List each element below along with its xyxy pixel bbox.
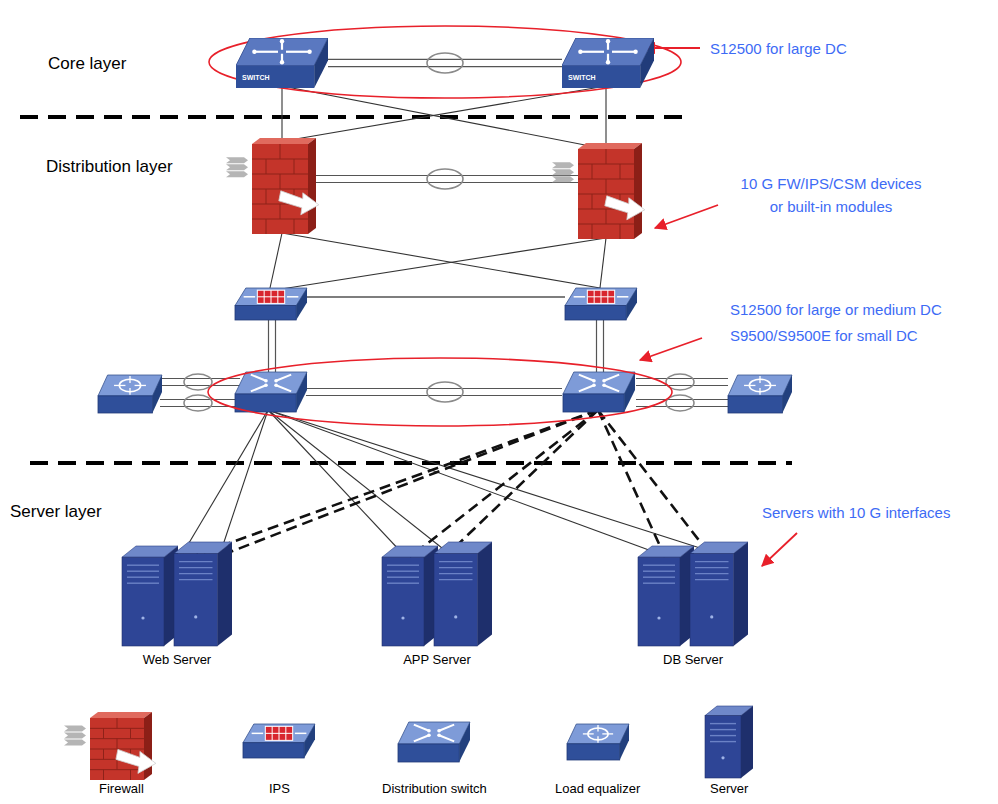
label-holder: S9500/S9500E for small DC bbox=[730, 325, 918, 348]
link-line bbox=[270, 233, 282, 288]
ips-icon bbox=[565, 288, 637, 320]
label-holder: Distribution layer bbox=[46, 154, 173, 180]
legend-text: Server bbox=[710, 781, 748, 796]
server-group: Web Server bbox=[112, 538, 242, 674]
legend-item: Server bbox=[710, 781, 748, 796]
firewall-icon bbox=[64, 712, 156, 780]
device-label: SWITCH bbox=[562, 73, 654, 82]
edge-group bbox=[328, 53, 562, 73]
callout-arrow bbox=[762, 533, 797, 566]
switch-icon bbox=[563, 372, 635, 412]
link-aggregation-ring bbox=[184, 374, 212, 390]
double-link-line bbox=[636, 399, 728, 400]
link-line bbox=[281, 86, 282, 140]
label-holder: Servers with 10 G interfaces bbox=[762, 502, 950, 525]
firewall-icon bbox=[226, 138, 319, 234]
double-link-line bbox=[160, 385, 240, 386]
link-aggregation-ring bbox=[427, 53, 463, 73]
trunk-link bbox=[328, 59, 562, 68]
legend-item: Firewall bbox=[99, 781, 144, 796]
switch-icon bbox=[235, 372, 307, 412]
layer-label: Server layer bbox=[10, 499, 102, 525]
label-holder: Server layer bbox=[10, 499, 102, 525]
device-label: SWITCH bbox=[236, 73, 328, 82]
server-label: APP Server bbox=[372, 652, 502, 668]
ips-icon bbox=[235, 288, 307, 320]
callout-arrow bbox=[655, 205, 718, 228]
double-link-line bbox=[603, 318, 604, 375]
callout-arrow bbox=[640, 338, 702, 360]
double-link-line bbox=[306, 388, 562, 389]
layer-label: Distribution layer bbox=[46, 154, 173, 180]
link-aggregation-ring bbox=[427, 169, 463, 189]
server-label: DB Server bbox=[628, 652, 758, 668]
legend-item: Load equalizer bbox=[555, 781, 640, 796]
link-line bbox=[268, 410, 657, 553]
core-switch: SWITCH bbox=[236, 38, 328, 88]
double-link-line bbox=[268, 318, 269, 375]
link-line bbox=[600, 238, 606, 288]
server-group: DB Server bbox=[628, 538, 758, 674]
link-line bbox=[282, 233, 600, 288]
legend-text: Distribution switch bbox=[382, 781, 487, 796]
legend-item: Distribution switch bbox=[382, 781, 487, 796]
server-icon bbox=[122, 546, 178, 646]
server-label: Web Server bbox=[112, 652, 242, 668]
lb-icon bbox=[567, 724, 629, 760]
label-holder: S12500 for large DC bbox=[710, 38, 847, 61]
double-link-line bbox=[305, 296, 565, 297]
highlight-ellipse bbox=[209, 26, 681, 98]
label-holder: Core layer bbox=[48, 51, 126, 77]
callout-text: S12500 for large or medium DC bbox=[730, 299, 942, 322]
dashed-link-line bbox=[598, 410, 708, 552]
server-icon bbox=[174, 542, 232, 646]
server-group: APP Server bbox=[372, 538, 502, 674]
double-link-line bbox=[160, 399, 240, 400]
double-link-line bbox=[636, 385, 728, 386]
link-line bbox=[605, 86, 606, 143]
legend-item: IPS bbox=[269, 781, 290, 796]
callout-text: Servers with 10 G interfaces bbox=[762, 502, 950, 525]
link-line bbox=[222, 410, 268, 548]
double-link-line bbox=[275, 318, 276, 375]
lb-icon bbox=[98, 375, 162, 413]
server-icon bbox=[382, 546, 438, 646]
callout-text: S9500/S9500E for small DC bbox=[730, 325, 918, 348]
label-holder: S12500 for large or medium DC bbox=[730, 299, 942, 322]
double-link-line bbox=[306, 395, 562, 396]
callout-text: S12500 for large DC bbox=[710, 38, 847, 61]
link-line bbox=[275, 238, 606, 290]
switch-icon bbox=[398, 722, 470, 762]
layer-label: Core layer bbox=[48, 51, 126, 77]
core-switch: SWITCH bbox=[562, 38, 654, 88]
double-link-line bbox=[314, 175, 578, 176]
layer-separator bbox=[20, 115, 688, 119]
server-icon bbox=[638, 546, 694, 646]
dashed-link-line bbox=[410, 410, 598, 557]
dashed-link-line bbox=[191, 410, 598, 557]
firewall-icon bbox=[552, 143, 645, 239]
legend-text: Firewall bbox=[99, 781, 144, 796]
server-icon bbox=[690, 542, 748, 646]
link-line bbox=[268, 410, 700, 548]
link-aggregation-ring bbox=[427, 382, 463, 402]
highlight-ellipse bbox=[208, 358, 672, 426]
callout-text: 10 G FW/IPS/CSM devices or built-in modu… bbox=[733, 173, 929, 218]
dashed-link-line bbox=[230, 410, 598, 552]
ips-icon bbox=[243, 724, 315, 758]
legend-text: Load equalizer bbox=[555, 781, 640, 796]
label-holder: 10 G FW/IPS/CSM devices or built-in modu… bbox=[733, 173, 929, 218]
server-icon bbox=[434, 542, 492, 646]
link-line bbox=[183, 410, 268, 553]
double-link-line bbox=[314, 182, 578, 183]
server-icon bbox=[705, 706, 753, 778]
link-aggregation-ring bbox=[184, 395, 212, 411]
lb-icon bbox=[728, 375, 792, 413]
trunk-link-inner bbox=[328, 60, 562, 66]
legend-text: IPS bbox=[269, 781, 290, 796]
dashed-link-line bbox=[450, 410, 598, 552]
double-link-line bbox=[305, 296, 565, 297]
